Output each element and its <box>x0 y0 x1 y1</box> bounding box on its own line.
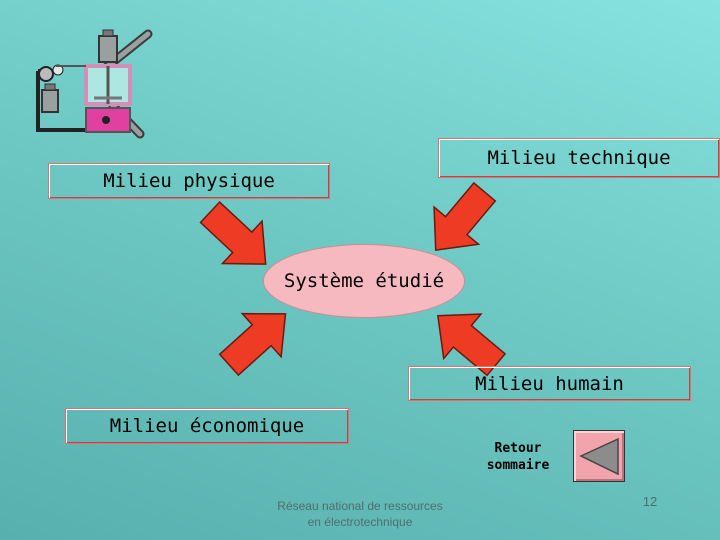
milieu-humain-box: Milieu humain <box>408 366 691 401</box>
milieu-physique-box: Milieu physique <box>48 163 330 199</box>
systeme-etudie-ellipse: Système étudié <box>263 244 465 318</box>
retour-sommaire-button[interactable] <box>573 430 625 482</box>
arrow-from-humain <box>436 313 507 377</box>
milieu-humain-label: Milieu humain <box>475 372 624 395</box>
arrow-from-economique <box>218 312 287 377</box>
footer-line-1: Réseau national de ressources <box>277 499 443 513</box>
page-number: 12 <box>642 494 658 509</box>
footer-line-2: en électrotechnique <box>307 515 413 529</box>
retour-sommaire-label[interactable]: Retour sommaire <box>470 440 566 474</box>
milieu-technique-label: Milieu technique <box>487 147 671 169</box>
arrow-from-technique <box>433 181 497 252</box>
retour-line-2: sommaire <box>486 458 550 473</box>
footer-credit: Réseau national de ressources en électro… <box>250 498 470 530</box>
milieu-technique-box: Milieu technique <box>438 138 720 178</box>
back-triangle-icon <box>579 437 619 476</box>
milieu-economique-box: Milieu économique <box>65 408 349 444</box>
milieu-physique-label: Milieu physique <box>103 170 275 192</box>
milieu-economique-label: Milieu économique <box>109 415 305 437</box>
systeme-etudie-label: Système étudié <box>283 270 445 292</box>
arrow-from-physique <box>199 200 267 265</box>
retour-line-1: Retour <box>494 441 542 456</box>
machine-diagram-icon <box>36 29 153 139</box>
